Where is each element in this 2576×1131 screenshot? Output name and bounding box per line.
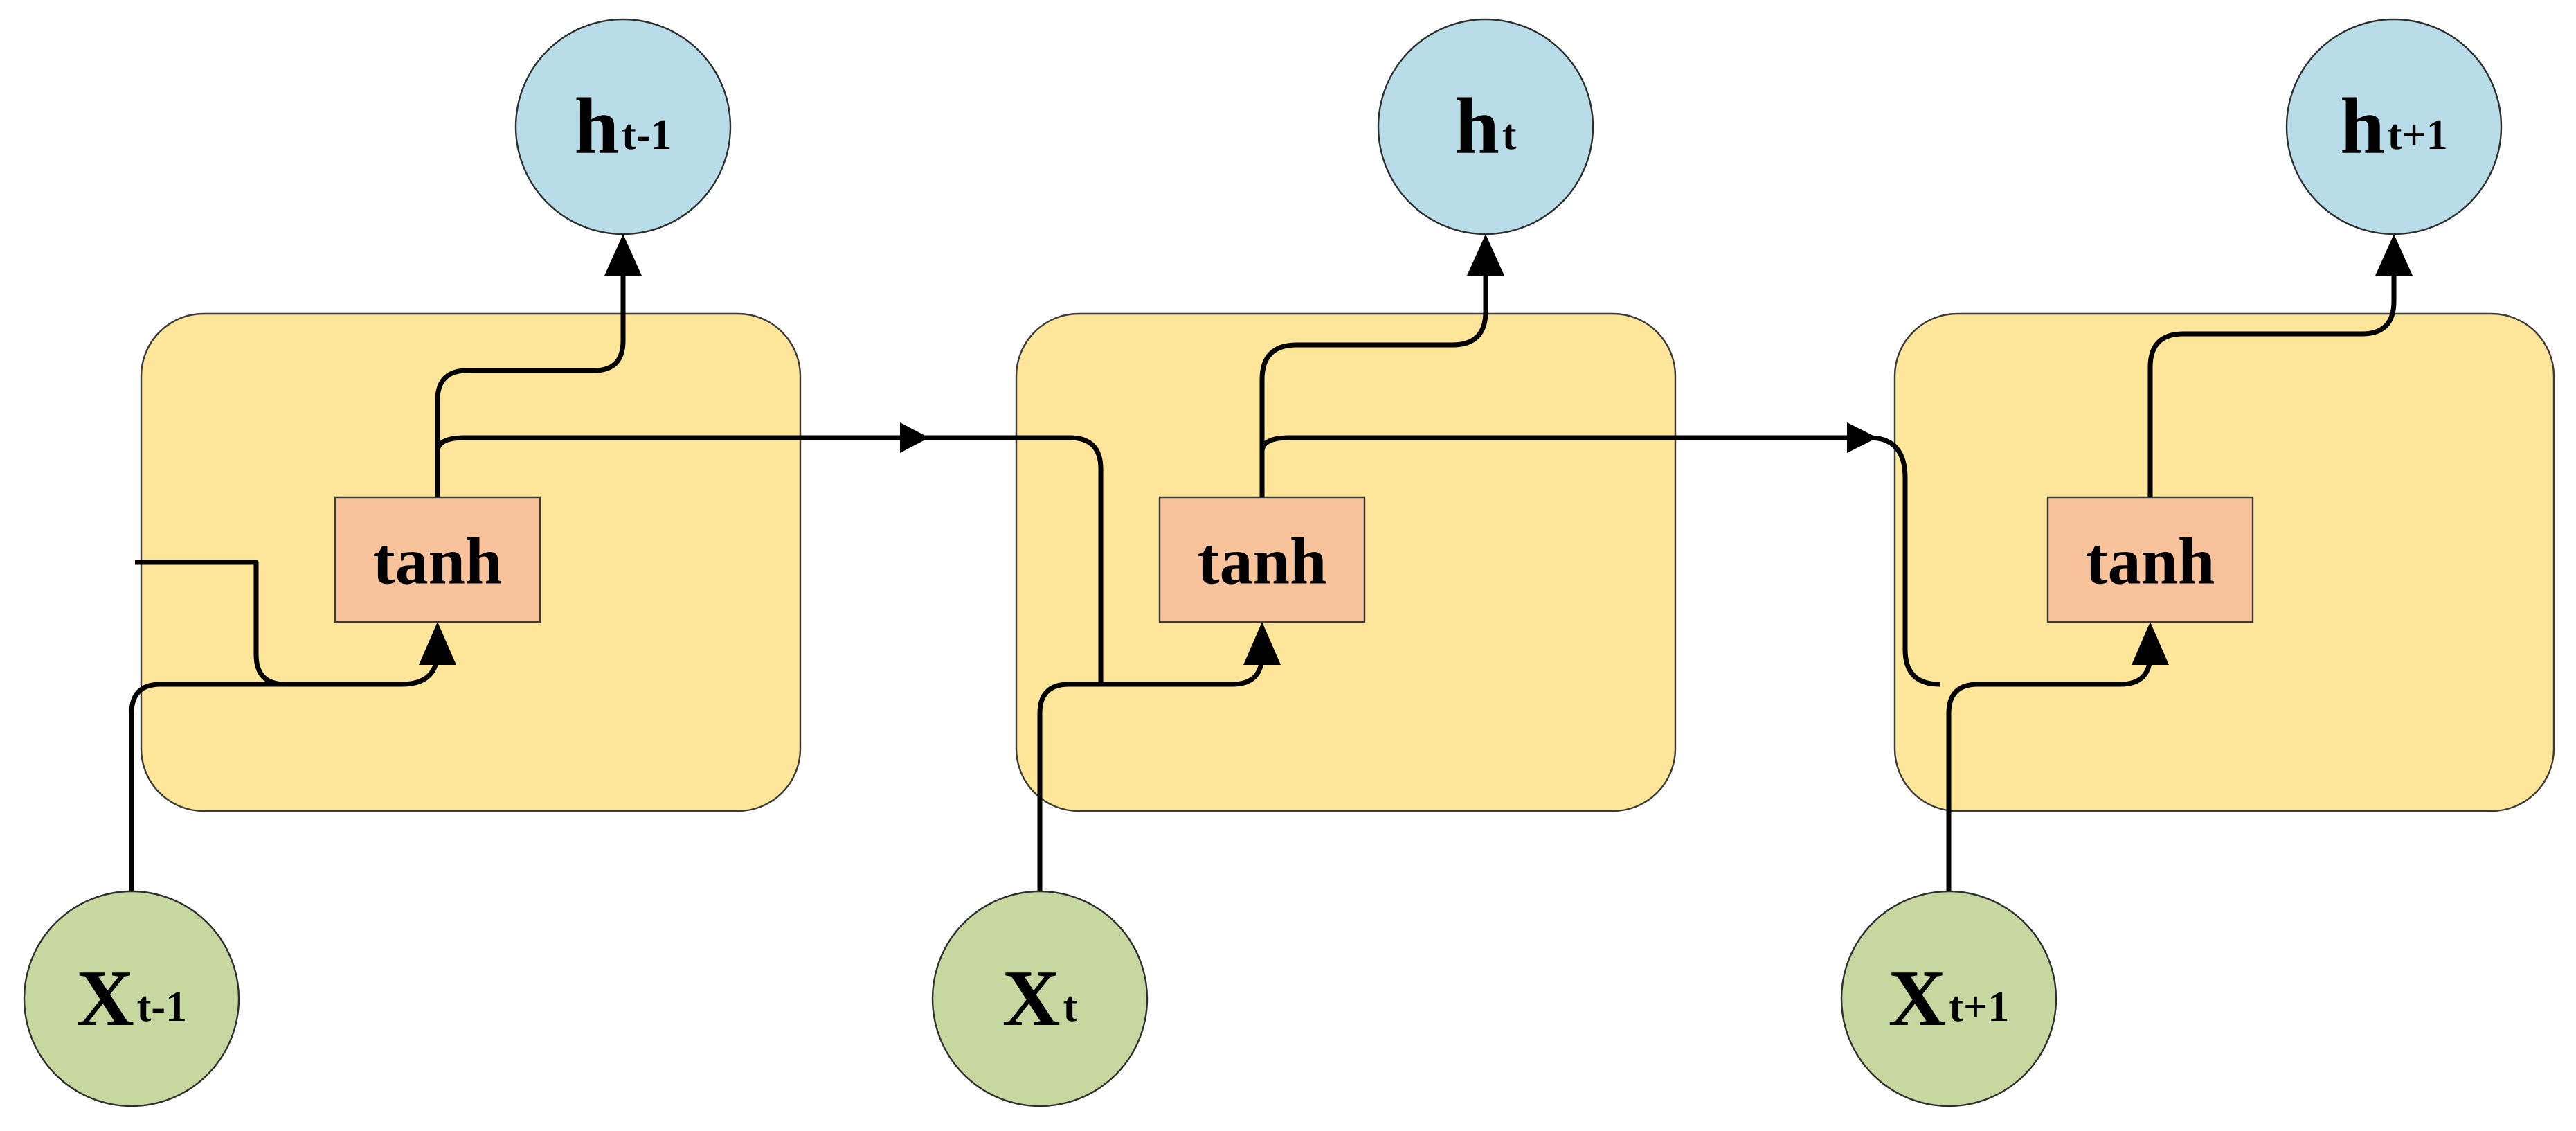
hidden-state-wire-2: [1259, 435, 1847, 457]
input-node-3: Xt+1: [1840, 890, 2057, 1107]
arrowhead-output-1: [604, 234, 642, 276]
tanh-block-3: tanh: [2046, 496, 2254, 623]
output-node-label-1: ht-1: [575, 82, 672, 171]
wires-cell-2: [924, 274, 1847, 893]
arrowhead-tanh-in-1: [419, 622, 456, 665]
output-node-3: ht+1: [2285, 18, 2503, 235]
hidden-in-wire-2: [924, 435, 1104, 684]
output-wire-2: [1259, 274, 1488, 497]
input-node-label-1: Xt-1: [76, 954, 187, 1043]
input-node-label-3: Xt+1: [1889, 954, 2010, 1043]
tanh-block-2: tanh: [1158, 496, 1366, 623]
arrowhead-tanh-in-2: [1243, 622, 1281, 665]
output-node-2: ht: [1377, 18, 1594, 235]
arrowhead-hidden-1: [900, 422, 929, 453]
tanh-label-1: tanh: [373, 524, 503, 598]
output-wire-3: [2147, 274, 2397, 497]
output-node-label-3: ht+1: [2340, 82, 2448, 171]
input-wire-2: [1037, 636, 1265, 893]
tanh-label-3: tanh: [2086, 524, 2215, 598]
output-node-1: ht-1: [514, 18, 732, 235]
arrowhead-tanh-in-3: [2132, 622, 2169, 665]
output-node-label-2: ht: [1454, 82, 1517, 171]
arrowhead-hidden-2: [1847, 422, 1877, 453]
hidden-in-wire-3: [1868, 435, 1940, 687]
arrowhead-output-2: [1467, 234, 1504, 276]
input-node-2: Xt: [931, 890, 1149, 1107]
input-wire-3: [1946, 636, 2153, 893]
input-node-1: Xt-1: [23, 890, 240, 1107]
hidden-in-wire-1: [135, 560, 286, 687]
hidden-state-wire-1: [435, 435, 901, 457]
tanh-label-2: tanh: [1198, 524, 1327, 598]
input-node-label-2: Xt: [1002, 954, 1078, 1043]
arrowhead-output-3: [2375, 234, 2413, 276]
tanh-block-1: tanh: [334, 496, 541, 623]
output-wire-1: [435, 274, 626, 497]
wires-cell-3: [1868, 274, 2397, 893]
